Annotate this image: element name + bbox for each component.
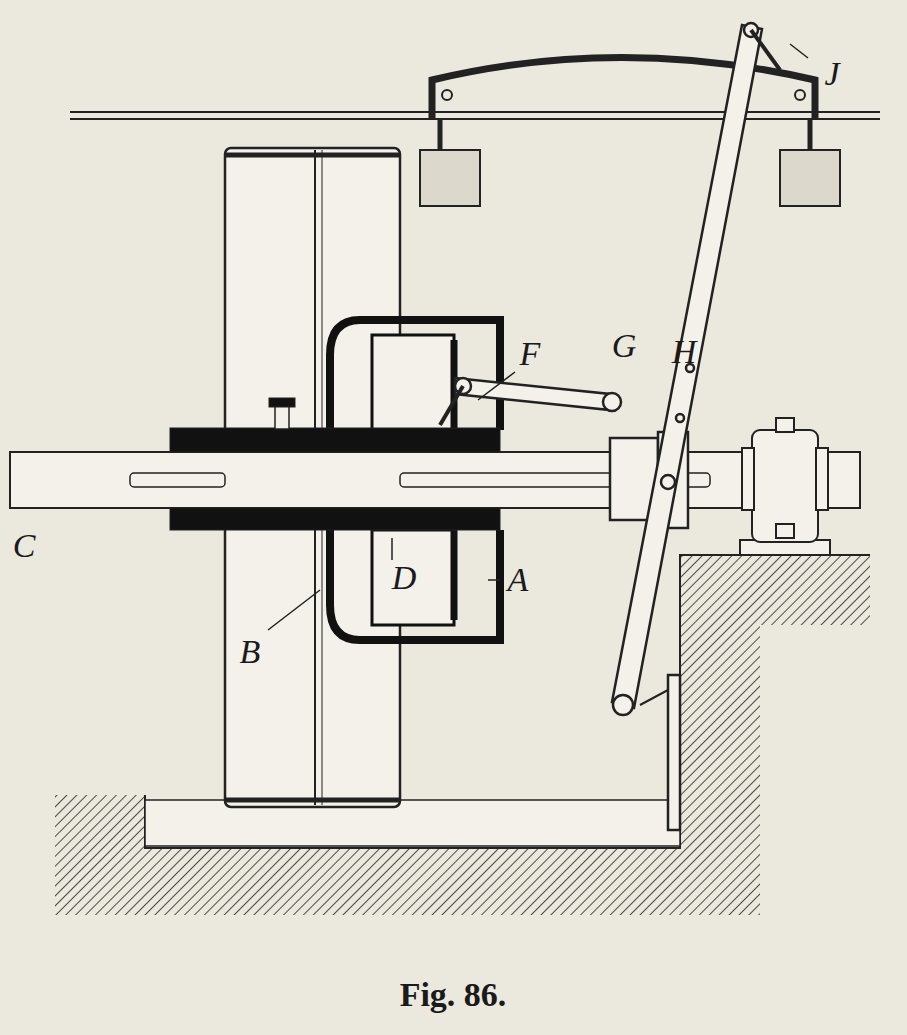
ground (55, 555, 870, 915)
figure-caption: Fig. 86. (400, 978, 507, 1012)
leader-lines (268, 44, 808, 630)
overhead-beam (70, 58, 880, 207)
shift-lever (440, 23, 780, 830)
part-letter: J (824, 57, 839, 91)
shaft (10, 398, 860, 530)
bearing (740, 418, 830, 555)
part-letter: G (612, 329, 637, 363)
part-letter: D (392, 561, 417, 595)
part-letter: C (13, 529, 36, 563)
part-letter: F (520, 337, 541, 371)
part-letter: B (240, 635, 261, 669)
part-letter: H (672, 335, 697, 369)
part-letter: A (508, 563, 529, 597)
